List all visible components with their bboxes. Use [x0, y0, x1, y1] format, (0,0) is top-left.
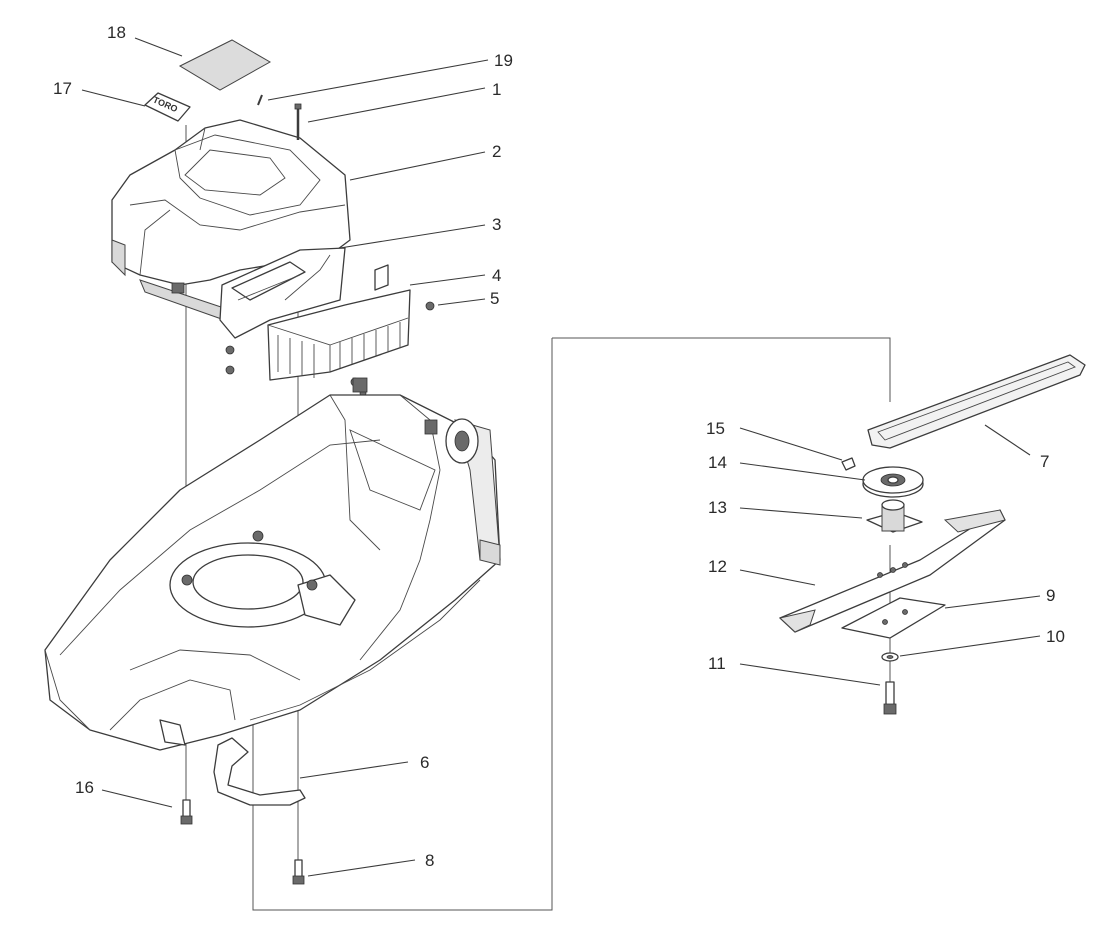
blade-stiffener-part — [841, 597, 946, 639]
key-part — [841, 457, 856, 471]
part-callout-19: 19 — [494, 51, 513, 70]
part-callouts: 18 17 19 1 2 3 4 5 6 7 8 9 10 11 12 13 1… — [53, 23, 1065, 870]
mower-blade-part — [778, 509, 1006, 633]
drive-belt-part — [867, 354, 1086, 449]
part-callout-9: 9 — [1046, 586, 1055, 605]
deck-bolt-part — [180, 799, 193, 825]
part-callout-1: 1 — [492, 80, 501, 99]
part-callout-11: 11 — [708, 654, 726, 673]
part-callout-8: 8 — [425, 851, 434, 870]
part-callout-13: 13 — [708, 498, 727, 517]
blade-bolt-part — [883, 681, 897, 715]
part-callout-3: 3 — [492, 215, 501, 234]
washer-part — [881, 652, 899, 662]
deck-bracket-part — [213, 737, 306, 806]
part-callout-14: 14 — [708, 453, 727, 472]
part-callout-7: 7 — [1040, 452, 1049, 471]
small-screw-part — [257, 94, 263, 106]
part-callout-6: 6 — [420, 753, 429, 772]
part-callout-4: 4 — [492, 266, 501, 285]
engine-shroud-part — [111, 119, 351, 323]
mower-deck-part — [44, 377, 501, 751]
shroud-bolt-part — [294, 103, 302, 140]
part-callout-12: 12 — [708, 557, 727, 576]
decal-part — [178, 39, 272, 91]
pulley-part — [862, 466, 924, 498]
blade-adapter-part — [866, 499, 923, 533]
part-callout-18: 18 — [107, 23, 126, 42]
part-callout-15: 15 — [706, 419, 725, 438]
engine-side-housing — [219, 247, 346, 339]
part-callout-5: 5 — [490, 289, 499, 308]
blade-bolt-lower-part — [292, 859, 305, 885]
leader-lines — [81, 37, 1041, 877]
muffler-guard-part — [267, 264, 411, 381]
part-callout-17: 17 — [53, 79, 72, 98]
part-callout-2: 2 — [492, 142, 501, 161]
logo-badge-part: TORO — [144, 92, 191, 122]
part-callout-16: 16 — [75, 778, 94, 797]
part-callout-10: 10 — [1046, 627, 1065, 646]
